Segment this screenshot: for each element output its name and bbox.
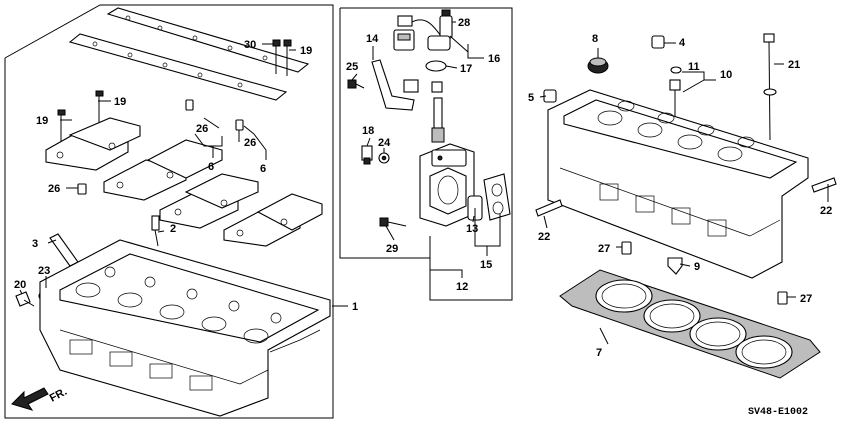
spool-valve-parts — [431, 81, 445, 143]
bracket-14 — [371, 59, 419, 111]
o-ring-17 — [425, 60, 447, 72]
callout-14: 14 — [366, 33, 379, 45]
callout-6a: 6 — [208, 161, 214, 173]
leader-lines — [19, 21, 829, 345]
callout-11: 11 — [688, 61, 700, 73]
bolt-18 — [361, 145, 373, 165]
callout-24: 24 — [378, 137, 391, 149]
callout-26a: 26 — [196, 123, 208, 135]
stud-2 — [151, 215, 160, 247]
gasket-15 — [483, 173, 511, 221]
clip-9 — [667, 257, 683, 275]
callout-27b: 27 — [800, 293, 812, 305]
front-direction-arrow — [11, 387, 49, 411]
dowel-pin-27 — [621, 241, 788, 305]
callout-17: 17 — [460, 63, 472, 75]
stud-3 — [49, 233, 79, 267]
callout-4: 4 — [679, 37, 686, 49]
callout-1: 1 — [352, 301, 358, 313]
callout-19b: 19 — [114, 96, 126, 108]
bolt-25 — [347, 79, 365, 89]
callout-19c: 19 — [300, 45, 312, 57]
callout-16: 16 — [488, 53, 500, 65]
callout-3: 3 — [32, 238, 38, 250]
washer-11 — [670, 66, 682, 74]
callout-2: 2 — [170, 223, 176, 235]
callout-22a: 22 — [538, 231, 550, 243]
callout-25: 25 — [346, 61, 358, 73]
dowel-pin-26 — [77, 99, 244, 195]
callout-19a: 19 — [36, 115, 48, 127]
bolt-29 — [379, 217, 407, 227]
camshaft-holders — [45, 117, 323, 247]
spool-valve-assy — [419, 143, 475, 227]
camshaft-holder-plate-upper — [68, 7, 310, 101]
callout-20: 20 — [14, 279, 26, 291]
plug-8 — [587, 57, 609, 74]
bolt-20 — [15, 291, 35, 307]
head-gasket-7 — [559, 269, 821, 379]
callout-26c: 26 — [48, 183, 60, 195]
callout-labels: 1 2 3 4 5 6 6 7 8 9 10 11 12 13 14 15 16… — [14, 17, 832, 418]
panel-vtec-solenoid — [339, 7, 513, 301]
pressure-switch-28 — [393, 9, 453, 51]
callout-30: 30 — [244, 39, 256, 51]
panel-cylinder-head — [4, 4, 334, 419]
front-direction-label: FR. — [48, 386, 69, 405]
callout-15: 15 — [480, 259, 492, 271]
washer-24 — [378, 152, 390, 164]
callout-7: 7 — [596, 347, 602, 359]
bolt-10 — [669, 79, 681, 118]
diagram-code: SV48-E1002 — [748, 407, 808, 418]
callout-23: 23 — [38, 265, 50, 277]
callout-27a: 27 — [598, 243, 610, 255]
callout-8: 8 — [592, 33, 598, 45]
cap-4 — [651, 35, 665, 49]
bolt-21 — [763, 33, 777, 141]
cylinder-head — [39, 239, 331, 417]
callout-10: 10 — [720, 69, 732, 81]
bolt-19-top — [283, 39, 292, 76]
cylinder-head-right — [547, 89, 809, 279]
callout-12: 12 — [456, 281, 468, 293]
callout-29: 29 — [386, 243, 398, 255]
callout-18: 18 — [362, 125, 374, 137]
callout-22b: 22 — [820, 205, 832, 217]
callout-5: 5 — [528, 92, 534, 104]
callout-21: 21 — [788, 59, 800, 71]
bolt-30 — [272, 39, 281, 74]
callout-6b: 6 — [260, 163, 266, 175]
callout-9: 9 — [694, 261, 700, 273]
callout-28: 28 — [458, 17, 470, 29]
stud-22 — [535, 177, 837, 217]
callout-26b: 26 — [244, 137, 256, 149]
callout-13: 13 — [466, 223, 478, 235]
